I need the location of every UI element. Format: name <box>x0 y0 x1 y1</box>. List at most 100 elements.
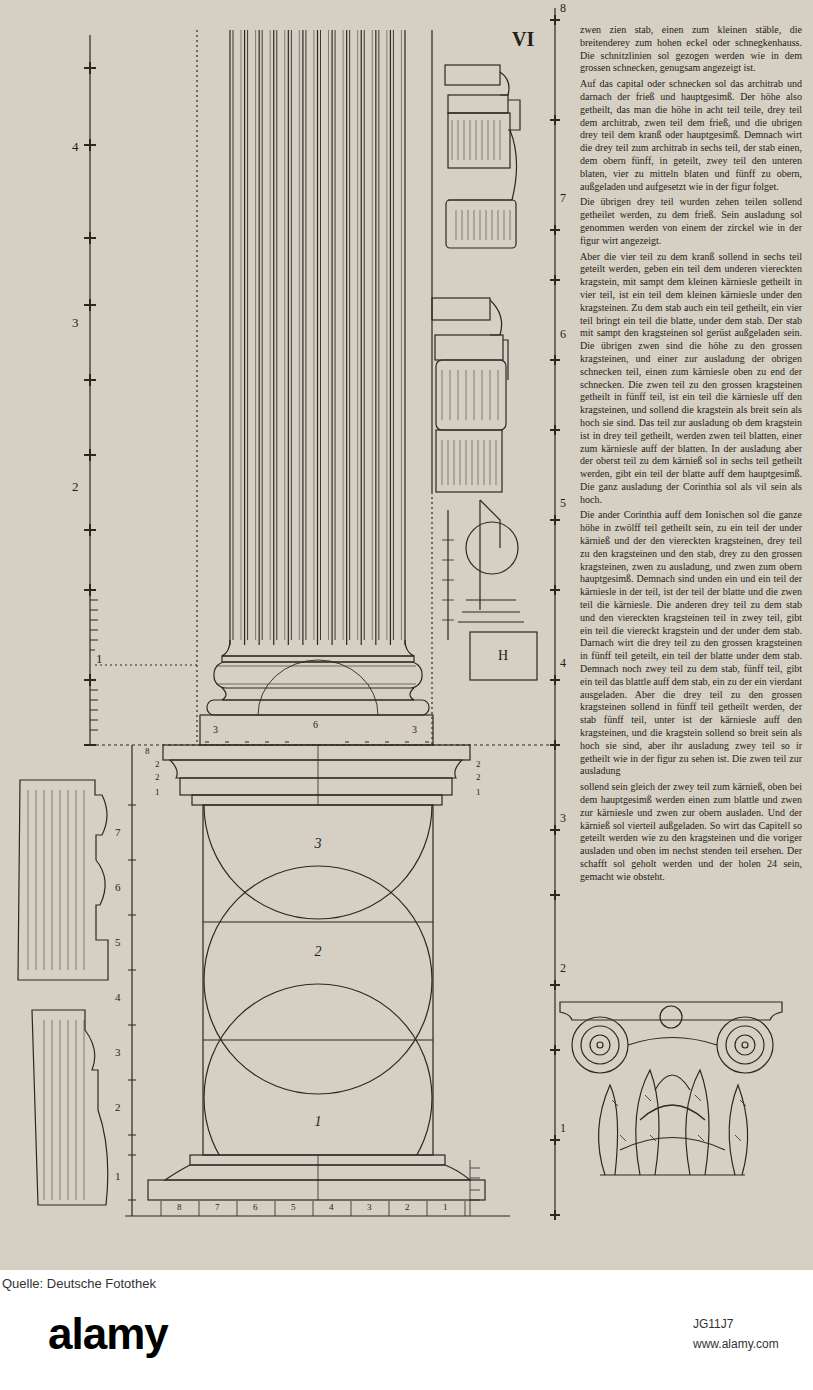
base-scotia <box>222 688 414 700</box>
construction-arc <box>258 660 378 715</box>
shaft-flutes <box>230 30 405 645</box>
scale-number: 1 <box>443 1203 448 1213</box>
flute-line <box>233 30 234 640</box>
flute-line <box>331 30 332 645</box>
scale-number: 8 <box>560 2 566 15</box>
base-plinth <box>148 1180 485 1200</box>
flute-line <box>328 30 329 640</box>
ruler-cross <box>550 15 560 1220</box>
scale-number: 1 <box>560 1122 566 1135</box>
paper <box>0 0 813 1270</box>
circle-outline <box>203 805 433 920</box>
corinthian-capital <box>560 1002 782 1175</box>
flute-line <box>349 30 350 640</box>
scale-line <box>131 745 132 1216</box>
scale-number: 5 <box>115 936 121 948</box>
scale-number: 1 <box>115 1170 121 1182</box>
base-torus <box>214 662 422 688</box>
ruler-cross <box>84 62 96 745</box>
scale-number: 3 <box>367 1203 372 1213</box>
circle-outline <box>204 984 432 1155</box>
flute-line <box>320 30 321 640</box>
cornice-fillet <box>192 795 442 805</box>
dimension-number: 1 <box>155 788 160 798</box>
flute-line <box>357 30 358 640</box>
guide-line <box>95 664 200 665</box>
dimension-number: 2 <box>476 760 481 770</box>
scale-tick <box>128 805 136 1200</box>
plate-number: VI <box>512 28 534 50</box>
cornice-slab <box>163 745 470 760</box>
scale-number: 2 <box>115 1101 121 1113</box>
watermark-logo: alamy <box>48 1310 168 1358</box>
dimension-number: 2 <box>476 773 481 783</box>
flute-line <box>343 30 344 640</box>
scale-number: 1 <box>96 652 103 666</box>
body-text: Die übrigen drey teil wurden zehen teile… <box>580 196 802 247</box>
dimension-number: 2 <box>155 760 160 770</box>
flute-line <box>241 30 242 640</box>
body-text: sollend sein gleich der zwey teil zum kä… <box>580 781 802 883</box>
base-fillet <box>190 1155 445 1165</box>
scale-number: 7 <box>115 826 121 838</box>
flute-line <box>229 30 230 645</box>
body-text: Aber die vier teil zu dem kranß sollend … <box>580 251 802 507</box>
flute-line <box>273 30 274 645</box>
scale-number: 4 <box>72 140 79 154</box>
guide-line <box>196 30 197 745</box>
construction-detail <box>442 500 537 680</box>
flute-line <box>244 30 245 645</box>
flute-line <box>375 30 376 645</box>
flute-line <box>378 30 379 640</box>
flute-line <box>259 30 260 645</box>
footer-band <box>0 1270 813 1390</box>
construction-circle: 3 <box>203 805 433 920</box>
flute-line <box>361 30 362 645</box>
scale-tick <box>161 1201 465 1216</box>
circle-number-row: 1 <box>203 1115 433 1129</box>
circle-number: 2 <box>313 944 324 959</box>
flute-line <box>288 30 289 645</box>
center-line <box>318 1155 319 1200</box>
flute-line <box>262 30 263 640</box>
circle-outline <box>203 865 433 1095</box>
plinth <box>200 715 433 745</box>
flute-line <box>302 30 303 645</box>
scale-number: 3 <box>560 812 566 825</box>
flute-line <box>346 30 347 645</box>
construction-circle: 1 <box>203 983 433 1155</box>
dimension-number: 2 <box>155 773 160 783</box>
division-line <box>203 921 433 922</box>
figure-letter: H <box>498 648 508 663</box>
apophyge <box>222 640 414 656</box>
flute-line <box>393 30 394 640</box>
scale-tick <box>470 1160 480 1216</box>
scale-number: 4 <box>115 991 121 1003</box>
circle-number-row: 3 <box>203 837 433 851</box>
flute-line <box>401 30 402 640</box>
scale-number: 6 <box>560 328 566 341</box>
circle-number-row: 2 <box>203 945 433 959</box>
guide-line <box>431 492 432 745</box>
text-column: zwen zien stab, einen zum kleinen stäble… <box>580 24 802 887</box>
flute-line <box>255 30 256 640</box>
watermark-url: www.alamy.com <box>693 1338 779 1351</box>
image-id: JG11J7 <box>693 1318 733 1331</box>
flute-line <box>284 30 285 640</box>
dimension-number: 8 <box>145 747 150 757</box>
scale-number: 8 <box>177 1203 182 1213</box>
scale-ruler <box>554 8 555 1215</box>
body-text: zwen zien stab, einen zum kleinen stäble… <box>580 24 802 75</box>
scale-number: 3 <box>115 1046 121 1058</box>
scale-number: 7 <box>215 1203 220 1213</box>
moulding-profile <box>445 65 520 248</box>
dimension-number: 6 <box>313 719 318 730</box>
scale-number: 2 <box>560 962 566 975</box>
cornice-cyma <box>170 760 462 778</box>
flute-line <box>270 30 271 640</box>
flute-line <box>247 30 248 640</box>
dimension-number: 1 <box>476 788 481 798</box>
scale-number: 6 <box>253 1203 258 1213</box>
construction-circle: 2 <box>203 865 433 1095</box>
flute-line <box>276 30 277 640</box>
